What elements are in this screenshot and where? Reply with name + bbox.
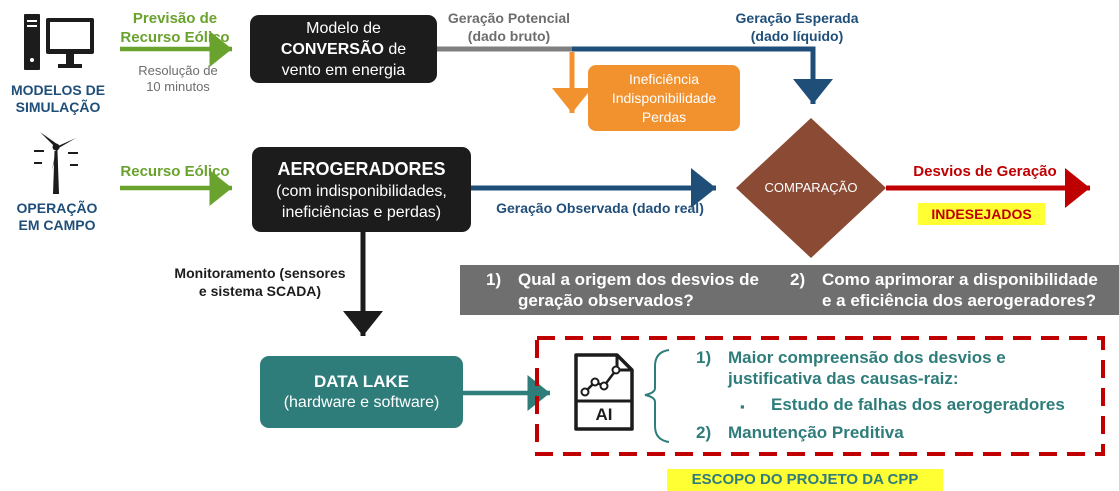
question2-line2: e a eficiência dos aerogeradores? bbox=[822, 291, 1097, 310]
losses-line1: Ineficiência bbox=[628, 70, 700, 87]
scope-item2-number: 2) bbox=[696, 423, 712, 442]
scope-subitem-bullet: ▪ bbox=[740, 399, 745, 414]
forecast-line2: Recurso Eólico bbox=[120, 29, 230, 46]
deviations-text: Desvios de Geração bbox=[913, 163, 1057, 180]
conversion-model-box: Modelo de CONVERSÃO de vento em energia bbox=[250, 15, 437, 83]
comparison-label: COMPARAÇÃO bbox=[764, 180, 858, 195]
scope-brace bbox=[644, 349, 670, 443]
turbines-box: AEROGERADORES (com indisponibilidades, i… bbox=[252, 147, 471, 232]
observed-generation-text: Geração Observada (dado real) bbox=[496, 200, 704, 216]
conversion-model-suffix: de bbox=[383, 40, 407, 58]
scope-badge-text: ESCOPO DO PROJETO DA CPP bbox=[691, 471, 919, 488]
scope-badge: ESCOPO DO PROJETO DA CPP bbox=[667, 469, 943, 491]
undesired-badge: INDESEJADOS bbox=[918, 203, 1045, 225]
computer-icon bbox=[22, 12, 98, 78]
forecast-line1: Previsão de bbox=[132, 10, 218, 27]
field-operation-line2: EM CAMPO bbox=[18, 217, 96, 233]
field-operation-label: OPERAÇÃO EM CAMPO bbox=[4, 200, 110, 234]
question2-line1: Como aprimorar a disponibilidade bbox=[822, 270, 1098, 289]
potential-generation-line1: Geração Potencial bbox=[447, 10, 571, 26]
simulation-models-label: MODELOS DE SIMULAÇÃO bbox=[2, 82, 114, 116]
turbines-line2: (com indisponibilidades, bbox=[276, 182, 447, 200]
ai-label: AI bbox=[595, 405, 613, 424]
question1-number: 1) bbox=[486, 270, 502, 289]
conversion-model-line3: vento em energia bbox=[281, 61, 406, 79]
scope-dashed-border bbox=[535, 336, 1105, 456]
deviations-label: Desvios de Geração bbox=[900, 162, 1070, 181]
resolution-line1: Resolução de bbox=[138, 63, 218, 78]
ai-document-icon: AI bbox=[573, 352, 635, 432]
potential-generation-line2: (dado bruto) bbox=[467, 28, 551, 44]
losses-line2: Indisponibilidade bbox=[611, 89, 717, 106]
resolution-line2: 10 minutos bbox=[146, 79, 210, 94]
conversion-model-line1: Modelo de bbox=[306, 19, 381, 37]
datalake-line2: (hardware e software) bbox=[283, 394, 440, 411]
wind-resource-label: Recurso Eólico bbox=[108, 162, 242, 181]
scope-subitem-text: Estudo de falhas dos aerogeradores bbox=[771, 395, 1065, 414]
scope-item1-line2: justificativa das causas-raiz: bbox=[728, 369, 959, 388]
conversion-model-bold: CONVERSÃO bbox=[280, 40, 384, 58]
field-operation-line1: OPERAÇÃO bbox=[16, 200, 98, 216]
scope-item1-number: 1) bbox=[696, 348, 712, 367]
question1-line2: geração observados? bbox=[518, 291, 694, 310]
forecast-label: Previsão de Recurso Eólico bbox=[110, 9, 240, 47]
expected-generation-arrow bbox=[572, 46, 833, 104]
observed-generation-label: Geração Observada (dado real) bbox=[472, 199, 728, 218]
datalake-title: DATA LAKE bbox=[313, 372, 410, 391]
simulation-models-line1: MODELOS DE bbox=[10, 82, 106, 98]
datalake-box: DATA LAKE (hardware e software) bbox=[260, 356, 463, 428]
turbines-line3: ineficiências e perdas) bbox=[281, 203, 442, 221]
undesired-text: INDESEJADOS bbox=[931, 206, 1032, 222]
scope-item2-text: Manutenção Preditiva bbox=[728, 423, 904, 442]
expected-generation-label: Geração Esperada (dado líquido) bbox=[718, 9, 876, 45]
potential-generation-label: Geração Potencial (dado bruto) bbox=[433, 9, 585, 45]
simulation-models-line2: SIMULAÇÃO bbox=[15, 99, 101, 115]
turbines-title: AEROGERADORES bbox=[277, 158, 446, 179]
expected-generation-line2: (dado líquido) bbox=[750, 28, 844, 44]
losses-line3: Perdas bbox=[641, 108, 687, 125]
monitoring-line1: Monitoramento (sensores bbox=[174, 265, 346, 281]
wind-turbine-icon bbox=[32, 130, 80, 196]
losses-box: Ineficiência Indisponibilidade Perdas bbox=[588, 65, 740, 131]
wind-resource-text: Recurso Eólico bbox=[120, 163, 230, 180]
expected-generation-line1: Geração Esperada bbox=[735, 10, 859, 26]
question1-line1: Qual a origem dos desvios de bbox=[518, 270, 759, 289]
monitoring-line2: e sistema SCADA) bbox=[198, 283, 322, 299]
question2-number: 2) bbox=[790, 270, 806, 289]
questions-banner: 1) Qual a origem dos desvios de geração … bbox=[460, 265, 1119, 315]
resolution-label: Resolução de 10 minutos bbox=[120, 63, 236, 95]
conversion-model-line2: CONVERSÃO de bbox=[281, 39, 406, 60]
comparison-diamond bbox=[736, 118, 886, 258]
scope-item1-line1: Maior compreensão dos desvios e bbox=[728, 348, 1006, 367]
monitoring-label: Monitoramento (sensores e sistema SCADA) bbox=[158, 264, 362, 300]
